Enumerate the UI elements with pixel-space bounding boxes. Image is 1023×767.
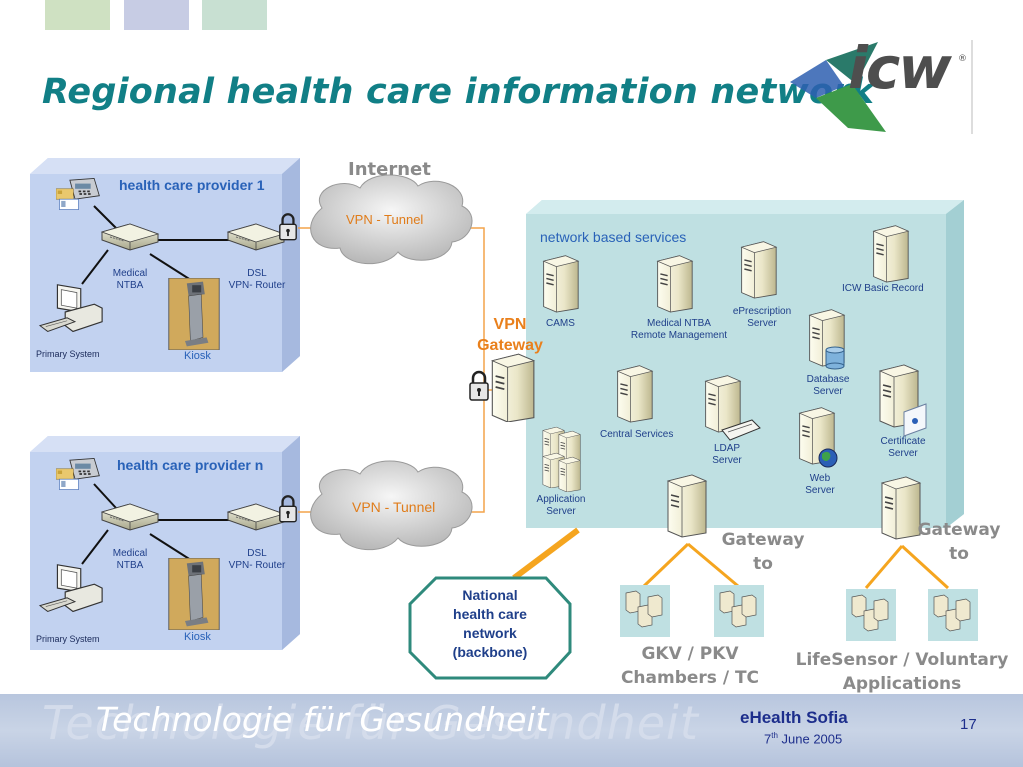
eprescription-server-icon bbox=[740, 240, 777, 299]
icw-basic-record-label: ICW Basic Record bbox=[842, 283, 924, 294]
kiosk-icon bbox=[168, 278, 220, 350]
internet-cloud-1 bbox=[310, 174, 473, 265]
page-title: Regional health care information network bbox=[42, 72, 875, 112]
services-title: network based services bbox=[540, 229, 687, 245]
cams-server-icon bbox=[542, 254, 579, 313]
vpn-tunnel-label-2: VPN - Tunnel bbox=[352, 499, 436, 515]
icw-leaf-icon bbox=[790, 40, 973, 134]
network-diagram bbox=[30, 158, 978, 680]
ldap-server-icon bbox=[704, 374, 741, 433]
lifesensor-server-group-1-icon bbox=[846, 588, 896, 642]
kiosk-icon bbox=[168, 558, 220, 630]
footer-tagline-ghost: Technologie für Gesundheit bbox=[42, 696, 699, 750]
backbone-link bbox=[512, 527, 580, 581]
provider-n-kiosk-label: Kiosk bbox=[184, 631, 211, 643]
registered-mark: ® bbox=[958, 54, 967, 64]
database-cylinder-icon bbox=[825, 346, 845, 370]
vpn-gateway-server-icon bbox=[491, 353, 535, 422]
national-network-shape bbox=[408, 576, 572, 680]
footer-bar bbox=[0, 694, 1023, 767]
lifesensor-server-group-2-icon bbox=[928, 588, 978, 642]
internet-cloud-2 bbox=[310, 460, 473, 551]
event-date: 7th June 2005 bbox=[764, 731, 843, 747]
icw-basic-record-server-icon bbox=[872, 224, 909, 283]
gkv-server-group-2-icon bbox=[714, 584, 764, 638]
gateway-lock-icon bbox=[468, 370, 490, 402]
internet-label: Internet bbox=[348, 159, 431, 180]
slide-number: 17 bbox=[960, 716, 977, 733]
medical-ntba-rm-server-icon bbox=[656, 254, 693, 313]
gateway-left-links bbox=[642, 542, 739, 588]
cams-label: CAMS bbox=[546, 318, 575, 329]
header-swatch-green bbox=[45, 0, 110, 30]
gateway-left-server-icon bbox=[667, 474, 707, 538]
gateway-right-links bbox=[864, 544, 950, 590]
provider-1-primary-system-label: Primary System bbox=[36, 349, 100, 359]
services-box bbox=[526, 200, 964, 528]
header-swatch-teal bbox=[202, 0, 267, 30]
footer-tagline: Technologie für Gesundheit bbox=[96, 700, 549, 739]
gkv-server-group-1-icon bbox=[620, 584, 670, 638]
certificate-icon bbox=[903, 403, 927, 437]
central-services-server-icon bbox=[616, 364, 653, 423]
event-title: eHealth Sofia bbox=[740, 708, 848, 727]
provider-1-links bbox=[81, 205, 232, 285]
provider-n-links bbox=[81, 483, 232, 565]
header-swatch-blue bbox=[124, 0, 189, 30]
central-services-label: Central Services bbox=[600, 429, 674, 440]
provider-1-title: health care provider 1 bbox=[119, 177, 265, 193]
ldap-book-icon bbox=[721, 419, 761, 441]
provider-n-title: health care provider n bbox=[117, 457, 264, 473]
gateway-right-server-icon bbox=[881, 476, 921, 540]
icw-logo-text: icw bbox=[848, 34, 952, 102]
icw-logo: icw ® bbox=[786, 34, 976, 136]
provider-1-kiosk-label: Kiosk bbox=[184, 350, 211, 362]
provider-n-primary-system-label: Primary System bbox=[36, 634, 100, 644]
globe-icon bbox=[818, 448, 838, 468]
vpn-tunnel-label-1: VPN - Tunnel bbox=[346, 212, 424, 227]
application-server-icon bbox=[542, 426, 581, 492]
